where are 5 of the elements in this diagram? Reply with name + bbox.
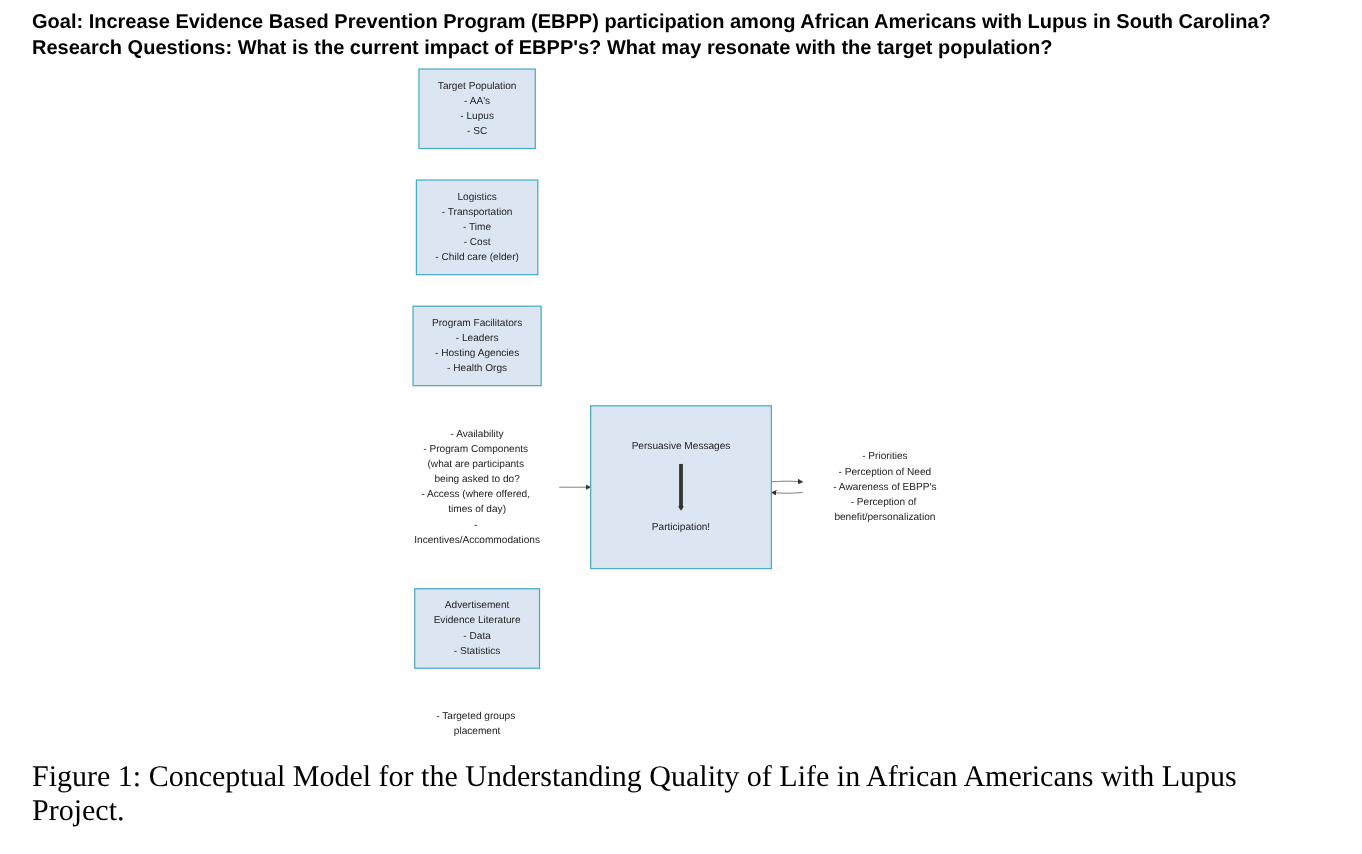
figure-caption: Figure 1: Conceptual Model for the Understanding Quality of Life in African Americans with Lupus Project. (32, 762, 1239, 830)
cluster (590, 405, 772, 570)
arrow (678, 463, 684, 512)
research-questions: Research Questions: What is the current impact of EBPP's? What may resonate with the target population? (32, 38, 1055, 60)
goal-heading: Goal: Increase Evidence Based Prevention Program (EBPP) participation among African Americans with Lupus in South Carolina? (32, 12, 1273, 34)
